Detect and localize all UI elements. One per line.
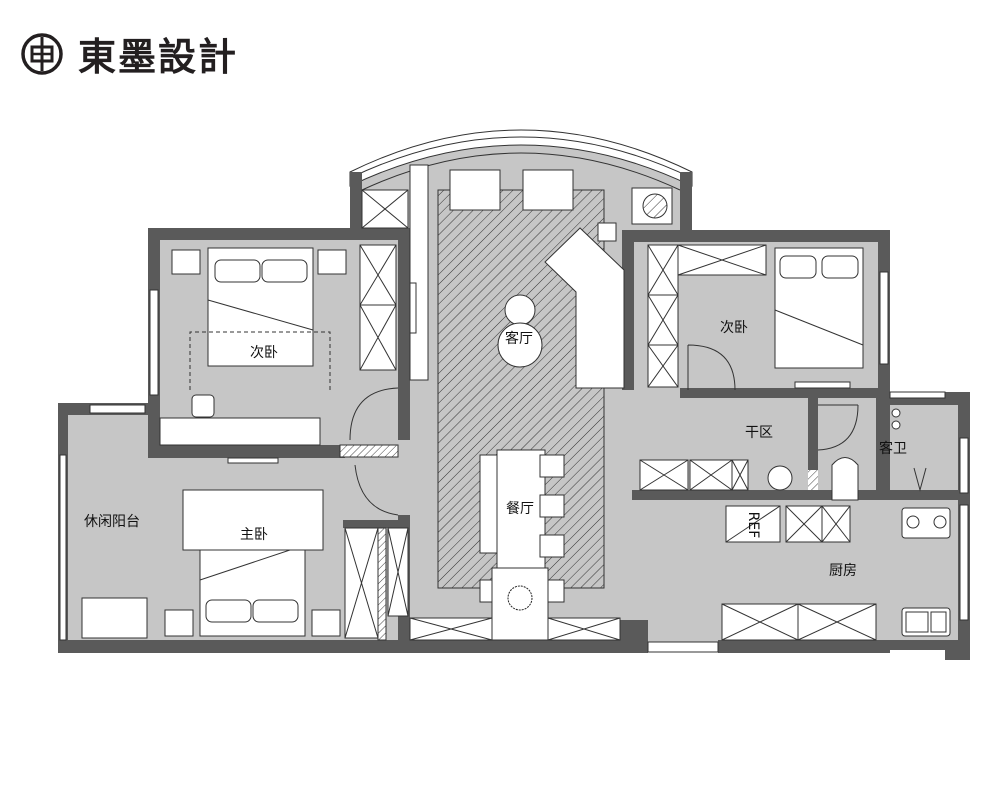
room-label-living-room: 客厅 (505, 330, 533, 347)
room-label-dining-room: 餐厅 (506, 501, 534, 517)
coffee-table (504, 294, 536, 326)
room-label-bedroom-right: 次卧 (720, 320, 748, 336)
cabinet (359, 244, 397, 306)
cabinet (409, 617, 493, 641)
cabinet (785, 505, 823, 543)
room-label-bedroom-upper-left: 次卧 (250, 345, 278, 361)
cabinet (721, 603, 799, 641)
cabinet (731, 459, 749, 491)
room-label-master-bedroom: 主卧 (240, 527, 268, 543)
windows (59, 271, 969, 653)
cabinet (647, 344, 679, 388)
cabinet (639, 459, 689, 491)
room-label-kitchen: 厨房 (829, 563, 857, 579)
cabinet (387, 527, 409, 617)
cabinet (344, 527, 379, 639)
dining-table (496, 449, 546, 569)
room-label-balcony: 休闲阳台 (84, 514, 140, 530)
cabinet (359, 304, 397, 371)
plant (507, 585, 533, 611)
tv-stand (409, 164, 429, 381)
cabinet (677, 244, 767, 276)
cabinet (797, 603, 877, 641)
stove (901, 507, 951, 539)
cabinet (647, 294, 679, 346)
armchair (522, 169, 574, 211)
sink (901, 607, 951, 637)
brand-name: 東墨設計 (78, 34, 239, 79)
cabinet (647, 244, 679, 296)
cabinet (689, 459, 733, 491)
cabinet (547, 617, 621, 641)
sofa (544, 227, 625, 389)
brand-seal-icon (21, 32, 63, 75)
fridge-label: REF (745, 512, 761, 539)
cabinet (821, 505, 851, 543)
cabinet (361, 189, 409, 229)
armchair (449, 169, 501, 211)
room-label-guest-bathroom: 客卫 (879, 440, 907, 457)
room-label-dry-area: 干区 (745, 425, 773, 441)
brand-logo: 東墨設計 (20, 26, 238, 81)
